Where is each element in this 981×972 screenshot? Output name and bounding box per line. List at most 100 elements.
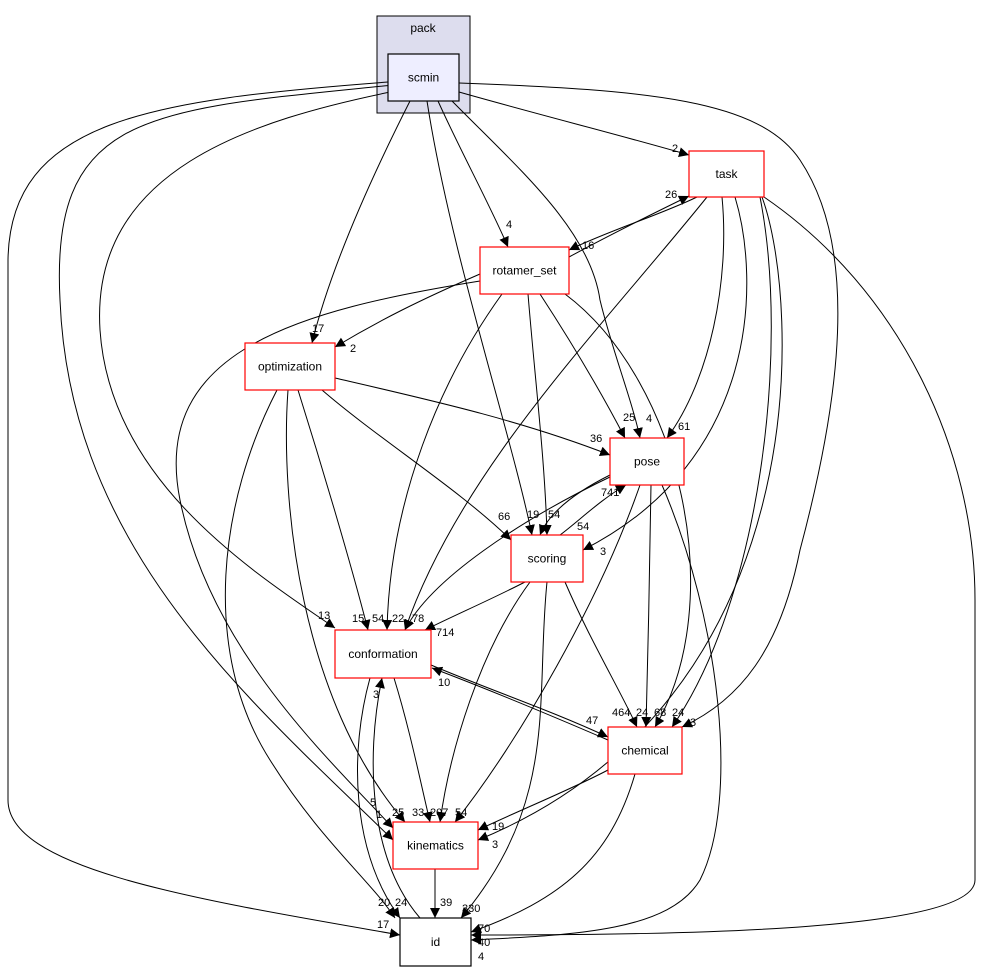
edge-label[interactable]: 24	[636, 707, 648, 719]
edge-optimization-to-conformation[interactable]	[297, 389, 371, 631]
edge-scmin-to-id[interactable]	[7, 81, 401, 939]
edge-conformation-to-chemical[interactable]	[430, 664, 609, 738]
edge-label[interactable]: 78	[412, 613, 424, 625]
edge-label[interactable]: 464	[612, 707, 630, 719]
edge-rotamer_set-to-scoring[interactable]	[527, 293, 552, 536]
edge-label[interactable]: 70	[478, 923, 490, 935]
edge-scmin-to-task[interactable]	[458, 91, 690, 158]
node-scoring[interactable]: scoring	[510, 534, 584, 583]
node-scmin[interactable]: scmin	[387, 53, 460, 102]
edge-label[interactable]: 3	[690, 717, 696, 729]
node-kinematics[interactable]: kinematics	[392, 821, 479, 870]
edge-scmin-to-conformation[interactable]	[99, 89, 401, 629]
edge-chemical-to-conformation[interactable]	[431, 666, 609, 741]
node-optimization[interactable]: optimization	[244, 342, 336, 391]
edge-label[interactable]: 15	[352, 613, 364, 625]
edge-label[interactable]: 36	[590, 433, 602, 445]
edge-label[interactable]: 17	[377, 919, 389, 931]
edge-label[interactable]: 54	[372, 613, 384, 625]
node-chemical[interactable]: chemical	[607, 726, 683, 775]
edge-scmin-to-optimization[interactable]	[309, 100, 411, 344]
edge-label[interactable]: 17	[312, 323, 324, 335]
edge-label[interactable]: 24	[395, 897, 407, 909]
edge-label[interactable]: 54	[548, 509, 560, 521]
edge-scoring-to-id[interactable]	[460, 581, 548, 919]
edge-label[interactable]: 25	[392, 807, 404, 819]
edge-task-to-scoring[interactable]	[582, 196, 748, 551]
edge-pose-to-kinematics[interactable]	[454, 484, 641, 823]
edge-id-to-conformation[interactable]	[372, 677, 421, 919]
edge-label[interactable]: 4	[646, 413, 652, 425]
edge-label[interactable]: 1	[376, 809, 382, 821]
edge-label[interactable]: 207	[430, 807, 448, 819]
edge-label[interactable]: 330	[462, 903, 480, 915]
edge-scoring-to-conformation[interactable]	[424, 581, 526, 631]
node-task[interactable]: task	[688, 150, 765, 198]
edge-scoring-to-pose[interactable]	[559, 484, 627, 536]
edge-pose-to-scoring[interactable]	[539, 474, 611, 536]
edge-chemical-to-kinematics[interactable]	[477, 769, 609, 831]
edge-optimization-to-pose[interactable]	[334, 377, 611, 457]
edge-label[interactable]: 39	[440, 897, 452, 909]
edge-label[interactable]: 26	[665, 189, 677, 201]
edge-label[interactable]: 16	[582, 240, 594, 252]
edge-label[interactable]: 3	[373, 689, 379, 701]
edge-label[interactable]: 3	[492, 839, 498, 851]
edge-task-to-id[interactable]	[470, 196, 976, 940]
edge-chemical-to-id[interactable]	[470, 773, 636, 934]
edge-label[interactable]: 4	[478, 951, 484, 963]
edge-optimization-to-kinematics[interactable]	[285, 389, 406, 823]
node-rotamer_set[interactable]: rotamer_set	[479, 246, 570, 295]
edge-label[interactable]: 68	[654, 707, 666, 719]
edge-label[interactable]: 24	[672, 707, 684, 719]
edge-label[interactable]: 4	[506, 219, 512, 231]
edge-scoring-to-kinematics[interactable]	[436, 581, 531, 823]
edge-label[interactable]: 3	[600, 546, 606, 558]
edge-label[interactable]: 40	[478, 937, 490, 949]
node-pose[interactable]: pose	[609, 437, 685, 486]
edge-scoring-to-chemical[interactable]	[564, 581, 638, 728]
edge-task-to-chemical[interactable]	[671, 196, 772, 728]
edge-conformation-to-kinematics[interactable]	[393, 677, 433, 823]
edge-scmin-to-scoring[interactable]	[426, 100, 535, 536]
edge-label[interactable]: 19	[492, 821, 504, 833]
edge-scmin-to-kinematics[interactable]	[58, 84, 394, 841]
edge-label[interactable]: 47	[586, 715, 598, 727]
edge-label[interactable]: 741	[601, 487, 619, 499]
edge-scmin-to-pose[interactable]	[451, 100, 643, 439]
edge-conformation-to-id[interactable]	[357, 677, 401, 919]
edge-rotamer_set-to-conformation[interactable]	[382, 293, 503, 631]
edge-label[interactable]: 22	[392, 613, 404, 625]
edge-label[interactable]: 19	[527, 509, 539, 521]
edge-label[interactable]: 66	[498, 511, 510, 523]
node-id[interactable]: id	[399, 917, 472, 967]
edge-rotamer_set-to-task[interactable]	[568, 195, 690, 258]
edge-label[interactable]: 33	[412, 807, 424, 819]
edge-task-to-kinematics[interactable]	[477, 196, 783, 841]
edge-label[interactable]: 13	[318, 610, 330, 622]
edge-rotamer_set-to-kinematics[interactable]	[175, 280, 481, 829]
edge-label[interactable]: 10	[438, 677, 450, 689]
edge-label[interactable]: 5	[370, 797, 376, 809]
edge-pose-to-conformation[interactable]	[404, 475, 613, 631]
edge-label[interactable]: 54	[455, 807, 467, 819]
edge-pose-to-chemical[interactable]	[641, 484, 652, 728]
edge-label[interactable]: 2	[672, 143, 678, 155]
edge-optimization-to-id[interactable]	[224, 389, 396, 919]
edge-pose-to-id[interactable]	[470, 484, 722, 945]
edge-label[interactable]: 20	[378, 897, 390, 909]
edge-task-to-pose[interactable]	[666, 196, 725, 439]
edge-label[interactable]: 2	[350, 343, 356, 355]
edge-scmin-to-rotamer_set[interactable]	[437, 100, 509, 248]
edge-rotamer_set-to-optimization[interactable]	[334, 273, 481, 348]
edge-label[interactable]: 61	[678, 421, 690, 433]
edge-scmin-to-chemical[interactable]	[458, 82, 839, 728]
edge-label[interactable]: 54	[577, 521, 589, 533]
edge-rotamer_set-to-pose[interactable]	[539, 293, 626, 439]
edge-label[interactable]: 714	[436, 627, 454, 639]
node-conformation[interactable]: conformation	[334, 629, 432, 679]
edge-label[interactable]: 25	[623, 412, 635, 424]
edge-optimization-to-scoring[interactable]	[321, 389, 512, 541]
edge-task-to-conformation[interactable]	[403, 196, 708, 631]
edge-rotamer_set-to-chemical[interactable]	[564, 293, 691, 728]
